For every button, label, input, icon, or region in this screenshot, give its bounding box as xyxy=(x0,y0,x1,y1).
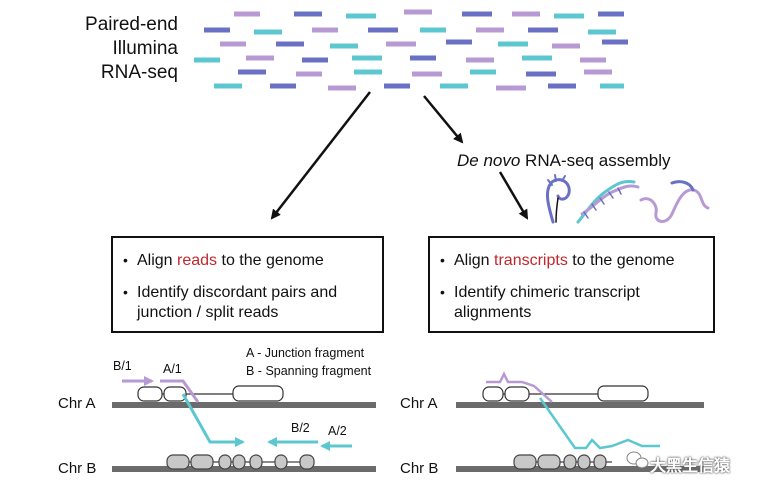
label-a2: A/2 xyxy=(328,424,347,438)
bullet-chimeric-line2: alignments xyxy=(454,304,532,321)
arrow-to-align-reads xyxy=(270,91,371,220)
chr-b-bar-right xyxy=(456,466,704,472)
transcript-purple-part xyxy=(486,371,553,403)
bullet-align-reads: •Align reads to the genome xyxy=(123,252,324,269)
denovo-rest: RNA-seq assembly xyxy=(520,151,671,170)
reads-highlight: reads xyxy=(177,252,218,269)
legend-spanning-fragment: B - Spanning fragment xyxy=(246,364,372,378)
align-reads-box: •Align reads to the genome •Identify dis… xyxy=(111,236,384,333)
bullet-discordant-pairs: •Identify discordant pairs and xyxy=(123,284,338,301)
chr-b-label-left: Chr B xyxy=(58,460,97,477)
chr-a-exons-right xyxy=(482,385,649,402)
bullet-align-transcripts: •Align transcripts to the genome xyxy=(440,252,675,269)
chr-a-label-left: Chr A xyxy=(58,395,96,412)
chr-b-exons-left xyxy=(166,454,315,470)
transcript-teal-part xyxy=(538,397,660,450)
bullet-chimeric: •Identify chimeric transcript xyxy=(440,284,640,301)
watermark: 大黑生信猿 xyxy=(650,458,731,475)
assembled-transcripts xyxy=(545,174,710,224)
chimeric-transcript-alignment xyxy=(486,371,660,450)
label-b1: B/1 xyxy=(113,359,132,373)
legend-junction-fragment: A - Junction fragment xyxy=(246,346,365,360)
left-read-arrows xyxy=(122,376,352,451)
chr-b-bar-left xyxy=(112,466,376,472)
chr-a-exons-left xyxy=(137,385,284,402)
read-a1-teal xyxy=(181,393,245,447)
arrow-to-denovo xyxy=(423,95,464,144)
read-fragments xyxy=(194,9,628,91)
read-a1-purple xyxy=(160,379,200,403)
chr-a-label-right: Chr A xyxy=(400,395,438,412)
chr-b-label-right: Chr B xyxy=(400,460,439,477)
wechat-icon xyxy=(626,451,649,469)
denovo-assembly-label: De novo RNA-seq assembly xyxy=(457,151,671,171)
denovo-italic: De novo xyxy=(457,151,521,170)
label-a1: A/1 xyxy=(163,362,182,376)
label-b2: B/2 xyxy=(291,421,310,435)
header-rna-seq: RNA-seq xyxy=(100,62,178,83)
transcripts-highlight: transcripts xyxy=(494,252,568,269)
chr-a-bar-left xyxy=(112,402,376,408)
bullet-discordant-pairs-line2: junction / split reads xyxy=(137,304,279,321)
arrow-to-align-transcripts xyxy=(498,171,529,220)
header-illumina: Illumina xyxy=(112,38,178,59)
chr-a-bar-right xyxy=(456,402,704,408)
align-transcripts-box: •Align transcripts to the genome •Identi… xyxy=(428,236,715,333)
chr-b-exons-right xyxy=(513,454,612,470)
header-paired-end: Paired-end xyxy=(85,14,178,35)
